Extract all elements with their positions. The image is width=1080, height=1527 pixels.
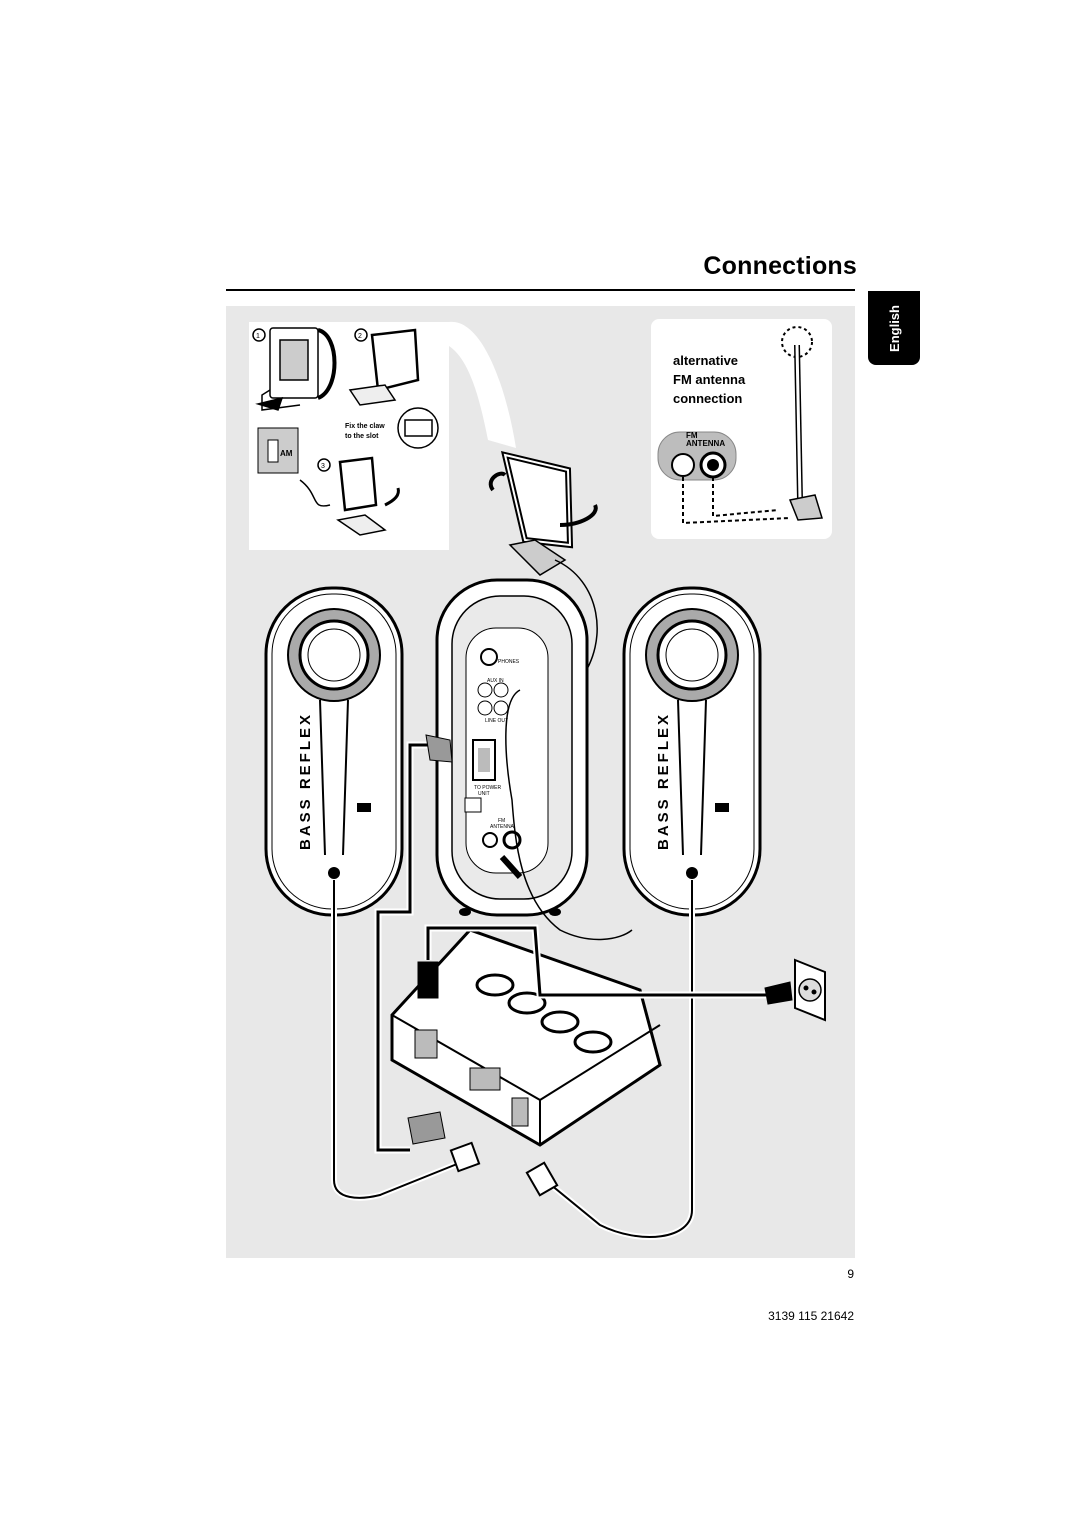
fm-caption-line3: connection: [673, 391, 743, 406]
step-3-number: 3: [321, 463, 325, 470]
fm-socket-panel: [657, 431, 737, 481]
fm-telescopic-antenna: [682, 326, 823, 525]
claw-note-line2: to the slot: [345, 433, 379, 440]
line-out-label: LINE OUT: [485, 718, 508, 724]
wall-socket: [794, 958, 826, 1022]
cables: [331, 689, 770, 1240]
power-unit: [390, 928, 662, 1147]
fm-caption-line2: FM antenna: [673, 372, 746, 387]
language-tab: English: [868, 291, 920, 365]
subwoofer-rear: [435, 578, 589, 917]
step-2-number: 2: [358, 333, 362, 340]
plugs: [407, 734, 793, 1197]
left-satellite-speaker: [264, 586, 404, 917]
am-socket: [257, 427, 299, 474]
am-loop-antenna: [488, 450, 598, 698]
am-step-3: [299, 456, 400, 536]
aux-label: AUX IN: [487, 678, 504, 684]
claw-note-line1: Fix the claw: [345, 423, 385, 430]
right-speaker-label: BASS REFLEX: [655, 712, 672, 850]
right-satellite-speaker: [622, 586, 762, 917]
fm-socket-label-line2: ANTENNA: [686, 439, 725, 448]
am-step-1: [252, 327, 337, 411]
am-step-2: [348, 328, 439, 449]
phones-label: PHONES: [498, 659, 520, 665]
power-label-line2: UNIT: [478, 791, 490, 797]
sub-fm-label-line1: FM: [498, 818, 505, 824]
fm-caption-line1: alternative: [673, 353, 739, 368]
page-title: Connections: [703, 252, 857, 280]
fm-socket-label-line1: FM: [686, 431, 698, 440]
power-label-line1: TO POWER: [474, 785, 502, 791]
title-rule: [226, 289, 855, 291]
sub-fm-label-line2: ANTENNA: [490, 824, 515, 830]
page-number: 9: [847, 1267, 854, 1281]
document-code: 3139 115 21642: [768, 1309, 854, 1323]
am-socket-label: AM: [280, 449, 293, 458]
swoosh-arrow: [449, 321, 516, 448]
fm-caption: alternative FM antenna connection: [673, 351, 745, 408]
step-1-number: 1: [256, 333, 260, 340]
left-speaker-label: BASS REFLEX: [297, 712, 314, 850]
